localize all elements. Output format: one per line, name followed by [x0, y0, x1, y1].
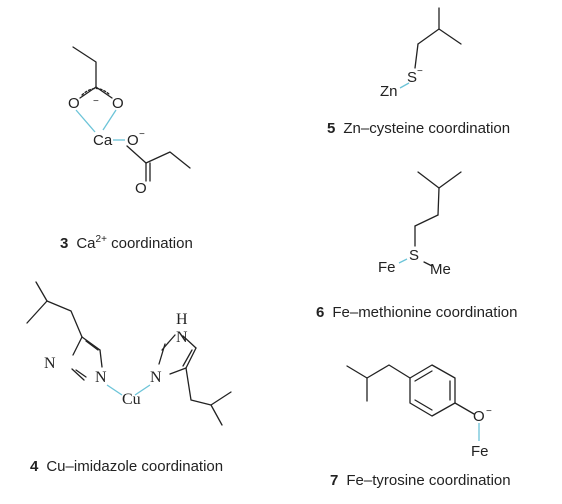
fe-met-caption-number: 6 — [316, 304, 324, 321]
zn-caption: 5 Zn–cysteine coordination — [327, 120, 510, 137]
fe-tyr-metal-label: Fe — [471, 443, 489, 460]
cu-hydrogen: H — [176, 311, 188, 328]
panel-fe-methionine-coordination: S Fe Me 6 Fe–methionine coordination — [316, 171, 517, 321]
ca-oxygen-carbonyl: O — [135, 180, 147, 197]
ca-bonds — [72, 46, 191, 182]
ca-oxygen-left: O — [68, 95, 80, 112]
ca-delocalized-charge: − — [93, 96, 99, 107]
zn-coordination-bond — [399, 82, 410, 89]
ca-caption-text: Ca — [76, 235, 96, 252]
fe-met-methyl-label: Me — [430, 261, 451, 278]
fe-tyr-caption-number: 7 — [330, 472, 338, 489]
panel-fe-tyrosine-coordination: O − Fe 7 Fe–tyrosine coordination — [330, 364, 511, 489]
cu-n-right-coordinating: N — [150, 369, 162, 386]
ca-caption-number: 3 — [60, 235, 68, 252]
fe-met-coordination-bond — [398, 258, 408, 264]
zn-caption-text: Zn–cysteine coordination — [343, 120, 510, 137]
cu-caption-text: Cu–imidazole coordination — [46, 458, 223, 475]
ca-oxygen-right: O — [112, 95, 124, 112]
ca-anion-charge: − — [139, 129, 145, 140]
cu-n-right-h: N — [176, 329, 188, 346]
fe-tyr-bonds — [346, 364, 475, 417]
ca-metal-label: Ca — [93, 132, 113, 149]
zn-sulfur-label: S — [407, 69, 417, 86]
cu-n-left-coordinating: N — [95, 369, 107, 386]
cu-bonds — [26, 281, 232, 426]
fe-met-metal-label: Fe — [378, 259, 396, 276]
fe-tyr-oxygen-charge: − — [486, 406, 492, 417]
cu-caption: 4 Cu–imidazole coordination — [30, 458, 223, 475]
ca-caption-sup: 2+ — [96, 234, 108, 245]
fe-met-caption: 6 Fe–methionine coordination — [316, 304, 517, 321]
zn-bonds — [414, 7, 462, 69]
ca-caption: 3 Ca2+ coordination — [60, 234, 193, 252]
ca-oxygen-anion: O — [127, 132, 139, 149]
fe-tyr-caption: 7 Fe–tyrosine coordination — [330, 472, 511, 489]
cu-coordination-bonds — [106, 384, 151, 396]
zn-metal-label: Zn — [380, 83, 398, 100]
fe-tyr-oxygen-label: O — [473, 408, 485, 425]
fe-met-bonds — [414, 171, 462, 267]
fe-tyr-caption-text: Fe–tyrosine coordination — [346, 472, 510, 489]
cu-metal-label: Cu — [122, 391, 141, 408]
zn-caption-number: 5 — [327, 120, 335, 137]
fe-met-caption-text: Fe–methionine coordination — [332, 304, 517, 321]
panel-zn-coordination: S − Zn 5 Zn–cysteine coordination — [327, 7, 510, 137]
ca-caption-rest: coordination — [107, 235, 193, 252]
cu-n-left-outer: N — [44, 355, 56, 372]
fe-met-sulfur-label: S — [409, 247, 419, 264]
zn-sulfur-charge: − — [417, 66, 423, 77]
ca-coordination-bonds — [75, 109, 125, 141]
panel-cu-coordination: N N Cu N N H 4 Cu–imidazole coordination — [26, 281, 232, 475]
cu-caption-number: 4 — [30, 458, 39, 475]
